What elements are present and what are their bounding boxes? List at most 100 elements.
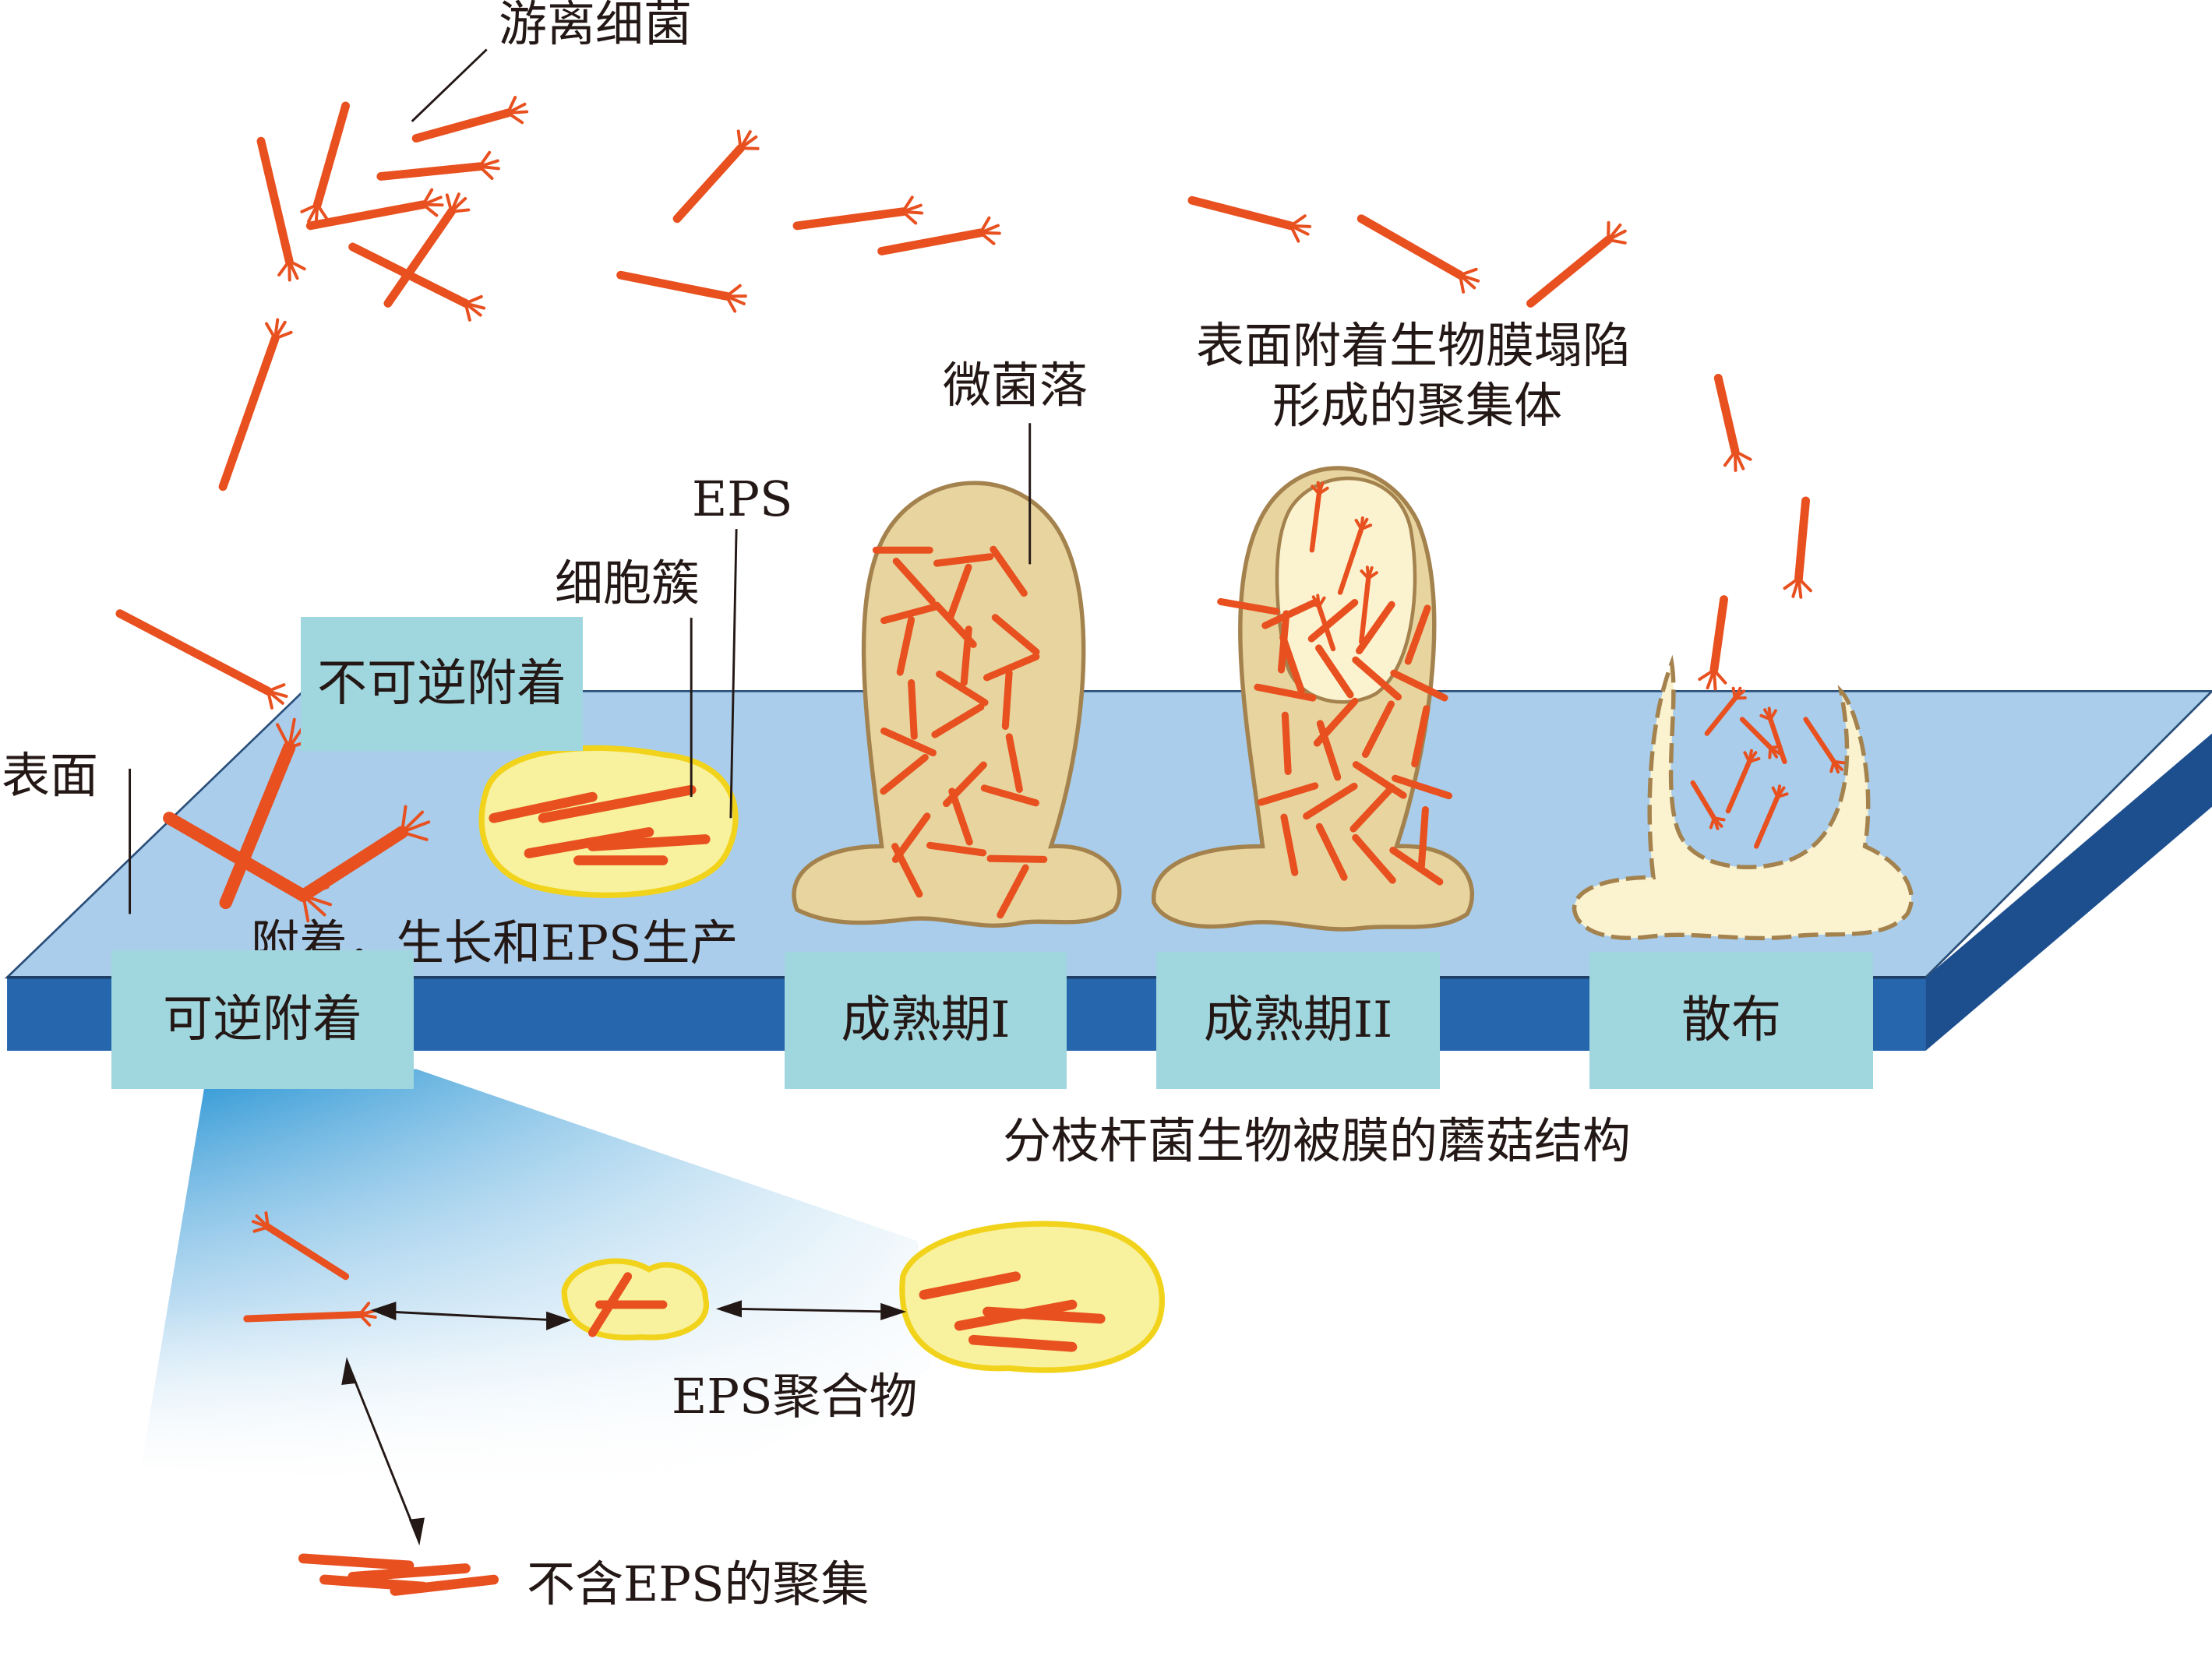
rod-bacterium-icon (672, 129, 760, 224)
stage-box-maturation2: 成熟期II (1156, 952, 1440, 1089)
rod-bacterium-icon (1257, 782, 1319, 806)
stage-dispersal-label: 散布 (1681, 992, 1781, 1049)
rod-bacterium-icon (1361, 700, 1395, 758)
rod-bacterium-icon (376, 150, 500, 181)
rod-bacterium-icon (1005, 733, 1023, 793)
rod-bacterium-icon (943, 761, 987, 808)
label-mushroom-structure: 分枝杆菌生物被膜的蘑菇结构 (1003, 1112, 1632, 1169)
rod-bacterium-icon (538, 784, 697, 823)
zoom-fan-fade (141, 1069, 931, 1496)
stage-box-dispersal: 散布 (1589, 952, 1873, 1089)
rod-bacterium-icon (1277, 610, 1290, 674)
rod-bacterium-icon (115, 609, 288, 710)
rod-bacterium-icon (1713, 373, 1752, 472)
label-eps: EPS (692, 470, 793, 527)
rod-bacterium-icon (892, 558, 936, 605)
stage-irreversible-label: 不可逆附着 (317, 655, 566, 713)
rod-bacterium-icon (1704, 686, 1747, 736)
rod-bacterium-icon (931, 703, 985, 738)
rod-bacterium-icon (1281, 711, 1292, 776)
rod-bacterium-icon (1303, 782, 1358, 820)
rod-bacterium-icon (1759, 706, 1787, 765)
rod-bacterium-icon (1316, 720, 1342, 781)
rod-bacterium-icon (986, 854, 1048, 863)
rod-bacterium-icon (1356, 214, 1480, 294)
rod-bacterium-icon (243, 1302, 377, 1327)
rod-bacterium-icon (1337, 516, 1373, 595)
rod-bacterium-icon (1739, 717, 1783, 759)
rod-bacterium-icon (1417, 805, 1429, 870)
stage-box-maturation1: 成熟期I (785, 952, 1067, 1089)
rod-bacterium-icon (990, 545, 1028, 597)
rod-bacterium-icon (524, 827, 654, 858)
rod-bacterium-icon (1309, 481, 1329, 553)
rod-bacterium-icon (1783, 496, 1812, 599)
rod-bacterium-icon (896, 616, 915, 676)
rod-bacterium-icon (1411, 705, 1431, 768)
stage-maturation1-label: 成熟期I (841, 992, 1011, 1049)
rod-bacterium-icon (1803, 717, 1846, 774)
rod-bacterium-icon (980, 784, 1039, 807)
rod-bacterium-icon (1389, 847, 1444, 886)
rod-bacterium-icon (587, 834, 711, 851)
rod-bacterium-icon (1725, 749, 1761, 814)
label-collapse-line1: 表面附着生物膜塌陷 (1196, 317, 1632, 374)
rod-bacterium-icon (298, 1553, 415, 1571)
rod-bacterium-icon (297, 805, 431, 903)
stage-reversible-label: 可逆附着 (163, 991, 362, 1048)
rod-bacterium-icon (1315, 823, 1348, 881)
label-planktonic-bacteria: 游离细菌 (499, 0, 693, 52)
rod-bacterium-icon (991, 614, 1040, 656)
rod-bacterium-icon (1390, 669, 1448, 702)
rod-bacterium-icon (1280, 813, 1299, 876)
rod-bacterium-icon (1307, 598, 1359, 643)
rod-bacterium-icon (411, 96, 529, 143)
rod-bacterium-icon (792, 196, 924, 231)
lower-cluster-large (899, 1221, 1166, 1373)
stage-box-irreversible: 不可逆附着 (301, 617, 583, 751)
rod-bacterium-icon (218, 318, 293, 491)
rod-bacterium-icon (616, 270, 747, 313)
rod-bacterium-icon (946, 563, 972, 622)
rod-bacterium-icon (880, 727, 937, 757)
rod-bacterium-icon (983, 1306, 1106, 1324)
rod-bacterium-icon (968, 1334, 1078, 1352)
rod-bacterium-icon (1754, 784, 1789, 849)
stage-maturation2-label: 成熟期II (1203, 992, 1393, 1049)
rod-bacterium-icon (1217, 597, 1280, 615)
rod-bacterium-icon (489, 791, 598, 823)
rod-bacterium-icon (948, 787, 973, 846)
rod-bacterium-icon (983, 653, 1040, 682)
double-arrow-icon (341, 1300, 907, 1546)
label-collapse-line2: 形成的聚集体 (1272, 377, 1563, 434)
rod-bacterium-icon (1356, 601, 1395, 655)
rod-bacterium-icon (1526, 220, 1627, 308)
rod-bacterium-icon (891, 812, 931, 863)
rod-bacterium-icon (1187, 196, 1312, 243)
rod-bacterium-icon (1308, 594, 1336, 652)
rod-bacterium-icon (256, 136, 306, 282)
lower-cluster-small (561, 1258, 710, 1341)
dispersal-structure (1572, 654, 1914, 941)
rod-bacterium-icon (997, 864, 1029, 919)
cell-cluster (478, 745, 739, 898)
rod-bacterium-icon (1315, 644, 1354, 699)
rod-bacterium-icon (251, 1211, 350, 1281)
rod-bacterium-icon (319, 1574, 429, 1592)
label-microcolony: 微菌落 (943, 357, 1088, 414)
rod-bacterium-icon (1690, 780, 1726, 830)
rod-bacterium-icon (1352, 656, 1402, 701)
rod-bacterium-icon (1352, 761, 1407, 799)
leader-lines (129, 48, 1032, 914)
rod-bacterium-icon (1254, 683, 1317, 702)
rod-bacterium-icon (880, 603, 940, 625)
rod-bacterium-icon (1349, 784, 1395, 833)
bacteria-layer (115, 96, 1846, 1596)
rod-bacterium-icon (936, 670, 989, 706)
label-surface: 表面 (2, 747, 99, 804)
rod-bacterium-icon (305, 188, 444, 231)
rod-bacterium-icon (383, 192, 471, 308)
rod-bacterium-icon (1392, 774, 1453, 800)
